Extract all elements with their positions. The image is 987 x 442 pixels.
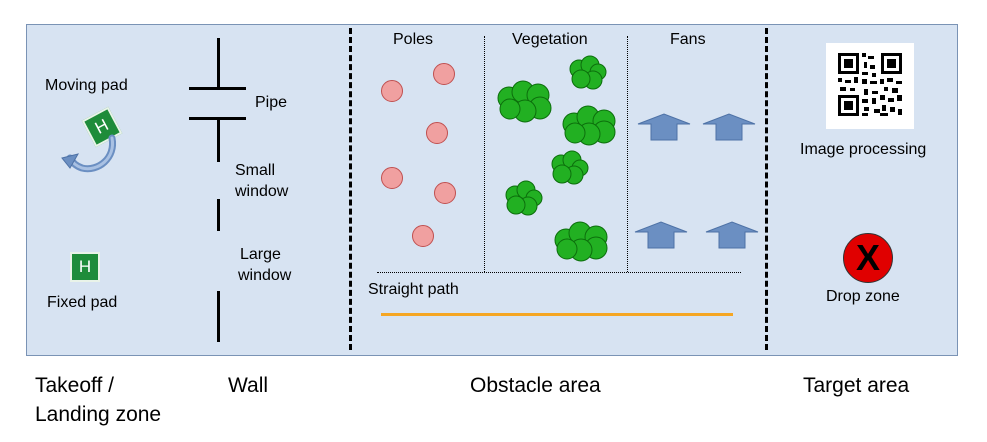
vegetation-bush-icon [497, 80, 552, 123]
drop-zone-icon: X [843, 233, 893, 283]
image-processing-label: Image processing [800, 141, 927, 158]
fan-arrow-icon [705, 221, 759, 249]
large-window-label-line2: window [238, 267, 292, 284]
target-area-boundary [765, 28, 768, 350]
zone-label-target: Target area [803, 374, 910, 397]
pole [412, 225, 434, 247]
zone-label-takeoff-line1: Takeoff / [35, 374, 114, 397]
pole [434, 182, 456, 204]
obstacle-area-left-boundary [349, 28, 352, 350]
small-window-label-line2: window [235, 183, 289, 200]
straight-path-line [381, 313, 733, 316]
zone-label-obstacle: Obstacle area [470, 374, 601, 397]
zone-label-takeoff-line2: Landing zone [35, 403, 162, 426]
pole [426, 122, 448, 144]
fixed-helipad-icon: H [70, 252, 100, 282]
vegetation-bush-icon [551, 150, 589, 185]
wall-segment-window [217, 199, 220, 231]
section-divider-line [377, 272, 741, 273]
large-window-label-line1: Large [240, 246, 281, 263]
fan-arrow-icon [634, 221, 688, 249]
qr-code-icon [826, 43, 914, 129]
arena-background [26, 24, 958, 356]
fan-arrow-icon [637, 113, 691, 141]
vegetation-bush-icon [569, 55, 607, 90]
vegetation-bush-icon [505, 180, 543, 216]
vegetation-bush-icon [562, 105, 616, 146]
small-window-label-line1: Small [235, 162, 276, 179]
pole [381, 80, 403, 102]
vegetation-label: Vegetation [512, 31, 588, 48]
fixed-pad-label: Fixed pad [47, 294, 118, 311]
straight-path-label: Straight path [368, 281, 459, 298]
drop-zone-label: Drop zone [826, 288, 900, 305]
wall-segment-bottom [217, 291, 220, 342]
poles-label: Poles [393, 31, 434, 48]
pole [433, 63, 455, 85]
fan-arrow-icon [702, 113, 756, 141]
rotation-arrow-icon [61, 134, 117, 173]
wall-segment-top [217, 38, 220, 88]
vegetation-bush-icon [554, 221, 608, 262]
wall-segment-middle [217, 118, 220, 162]
poles-vegetation-divider [484, 36, 485, 272]
vegetation-fans-divider [627, 36, 628, 272]
moving-pad-label: Moving pad [45, 77, 128, 94]
pipe-top-bar [189, 87, 246, 90]
zone-label-wall: Wall [228, 374, 269, 397]
fans-label: Fans [670, 31, 706, 48]
pole [381, 167, 403, 189]
pipe-label: Pipe [255, 94, 288, 111]
